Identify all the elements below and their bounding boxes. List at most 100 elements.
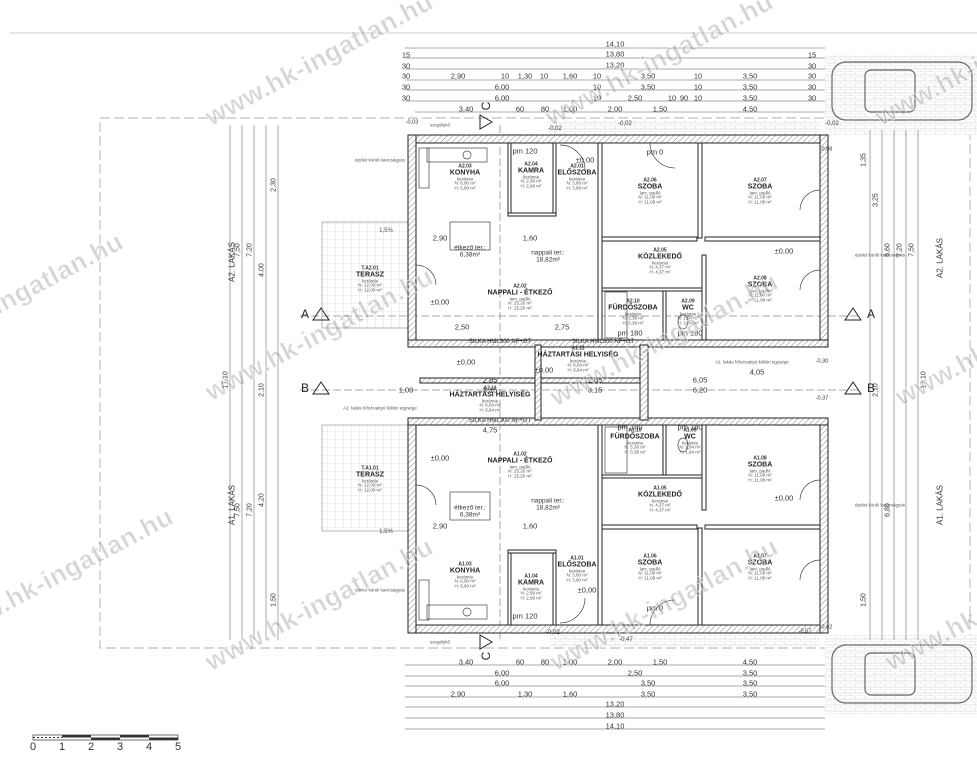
dim: 3,50 xyxy=(742,689,758,699)
level-mark: -0,02 xyxy=(825,121,839,127)
level-mark: -0,47 xyxy=(619,637,633,643)
dim: 60 xyxy=(515,104,525,114)
level-mark: ±0,00 xyxy=(534,365,554,375)
dim: 10 xyxy=(592,82,602,92)
dim: 13,20 xyxy=(605,60,625,70)
note-edge: szegélykő xyxy=(429,639,451,645)
dim: 1,50 xyxy=(652,657,668,667)
dim: 80 xyxy=(540,657,550,667)
wall-label: SILKA HML300 NF+GT xyxy=(571,339,635,345)
opening-label: pm 120 xyxy=(512,611,538,621)
dim: 2,90 xyxy=(450,71,466,81)
living-zone-upper: nappali ter.:18,82m² xyxy=(531,249,565,264)
dim: 10 xyxy=(693,82,703,92)
opening-label: pm 0 xyxy=(646,147,664,157)
dim: 2,50 xyxy=(454,322,470,332)
dim: 6,00 xyxy=(494,668,510,678)
section-a-left: A xyxy=(300,307,310,321)
opening-label: pm 0 xyxy=(646,603,664,613)
dim: 10 xyxy=(667,93,677,103)
dim: 1,35 xyxy=(860,153,868,167)
dim: 13,80 xyxy=(605,49,625,59)
dim: 10 xyxy=(592,93,602,103)
dim: 3,50 xyxy=(742,668,758,678)
section-a-right: A xyxy=(866,307,876,321)
level-mark: -0,37 xyxy=(815,395,829,402)
dim: 30 xyxy=(807,82,817,92)
level-mark: -0,62 xyxy=(819,624,833,631)
dim: 10 xyxy=(500,71,510,81)
dim: 2,85 xyxy=(587,375,603,385)
dim: 6,00 xyxy=(494,82,510,92)
scale-label: 1 xyxy=(58,741,66,753)
dim: 2,75 xyxy=(554,322,570,332)
dim: 1,50 xyxy=(270,593,278,607)
dim: 30 xyxy=(401,82,411,92)
dim: 3,50 xyxy=(742,71,758,81)
dim: 30 xyxy=(807,71,817,81)
scale-label: 0 xyxy=(29,741,37,753)
level-mark: ±0,00 xyxy=(577,585,597,595)
dining-zone-upper: étkező ter.:6,38m² xyxy=(454,244,486,259)
dim: 3,50 xyxy=(742,82,758,92)
level-mark: ±0,00 xyxy=(575,155,595,165)
level-mark: -0,57 xyxy=(798,628,812,635)
dim: 3,50 xyxy=(640,82,656,92)
dim: 30 xyxy=(401,71,411,81)
note-edge: szegélykő xyxy=(429,122,451,128)
opening-label: pm 180 xyxy=(677,422,703,432)
dim: 7,20 xyxy=(246,243,254,257)
dim: 2,00 xyxy=(607,657,623,667)
dim: 2,90 xyxy=(432,233,448,243)
scale-label: 4 xyxy=(145,741,153,753)
scale-bar xyxy=(32,734,179,741)
opening-label: pm 120 xyxy=(512,146,538,156)
note-slope: 1,5% xyxy=(379,228,393,234)
dim: 3,50 xyxy=(742,678,758,688)
dim: 30 xyxy=(807,61,817,71)
dim: 1,30 xyxy=(517,71,533,81)
dim: 4,50 xyxy=(742,104,758,114)
dim: 2,85 xyxy=(482,375,498,385)
note-slope: 1,5% xyxy=(379,529,393,535)
dim: 30 xyxy=(401,93,411,103)
scale-label: 5 xyxy=(174,741,182,753)
dim: 6,05 xyxy=(692,375,708,385)
dim: 1,30 xyxy=(517,689,533,699)
unit-label-a2-right: A2. LAKÁS xyxy=(935,237,945,279)
dim: 2,00 xyxy=(607,104,623,114)
dim: 6,00 xyxy=(494,678,510,688)
dim: 4,75 xyxy=(482,425,498,435)
note-a1-heatpump: A1. lakás hőszivattyú kültéri egysége xyxy=(715,359,789,365)
section-b-right: B xyxy=(866,381,876,395)
note-gravel: épület körüli kavicságyás xyxy=(854,252,906,258)
level-mark: -0,08 xyxy=(819,146,833,153)
dim: 6,20 xyxy=(692,385,708,395)
dim: 1,50 xyxy=(860,593,868,607)
level-mark: ±0,00 xyxy=(430,453,450,463)
dim: 10 xyxy=(693,71,703,81)
dim: 2,90 xyxy=(432,521,448,531)
dim: 30 xyxy=(807,93,817,103)
wall-label: SILKA HML300 NF+GT xyxy=(468,418,532,424)
dim: 1,00 xyxy=(398,385,414,395)
wall-label: SILKA HML300 NF+GT xyxy=(468,339,532,345)
dim: 2,90 xyxy=(450,689,466,699)
level-mark: -0,02 xyxy=(546,630,560,636)
dim: 1,60 xyxy=(522,521,538,531)
